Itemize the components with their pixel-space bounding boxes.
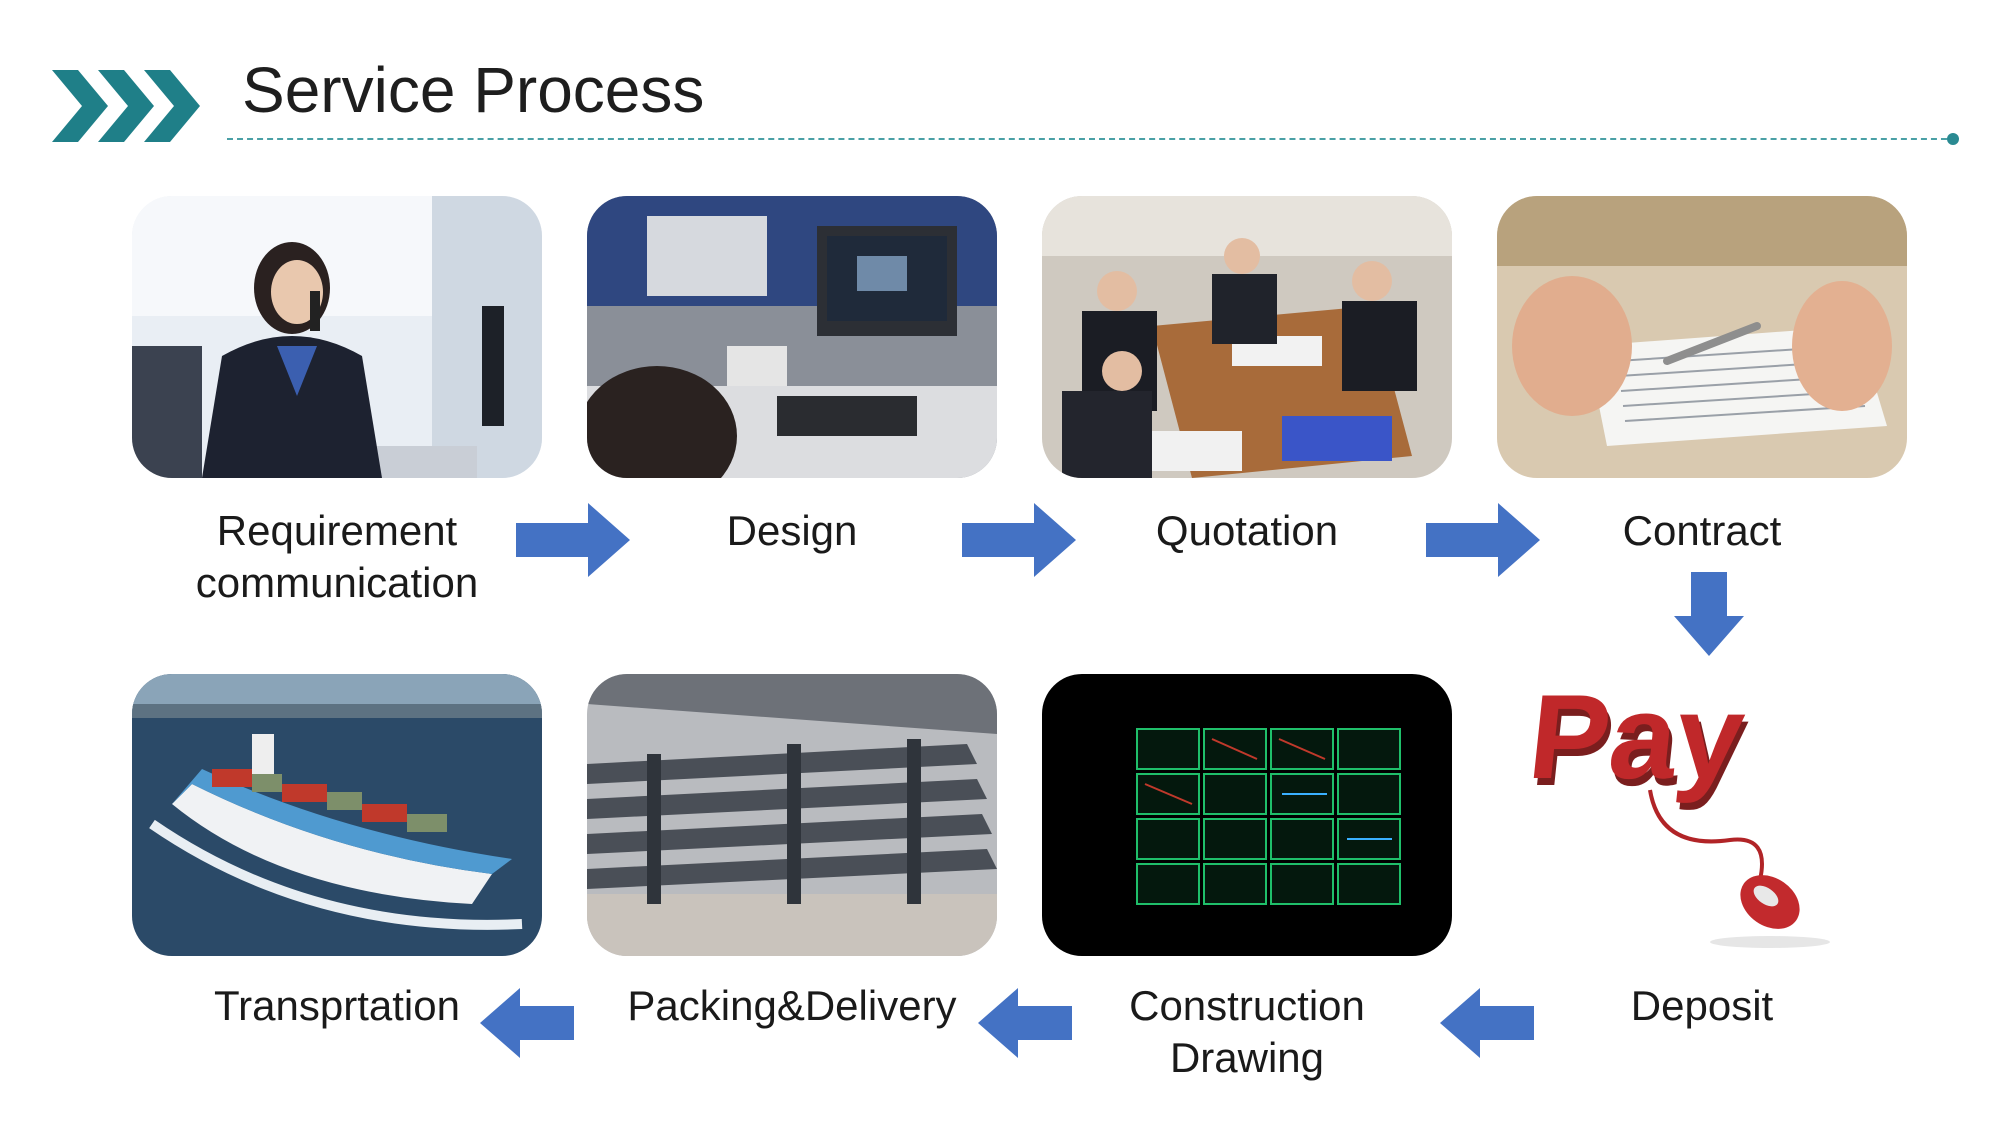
step-image-packing (587, 674, 997, 956)
step-image-requirement (132, 196, 542, 478)
step-label-requirement: Requirement communication (102, 505, 572, 609)
arrow-right-icon (516, 503, 630, 577)
step-label-line: Packing&Delivery (557, 980, 1027, 1032)
arrow-left-icon (480, 988, 574, 1058)
svg-text:Pay: Pay (1530, 680, 1751, 804)
signing-contract-icon (1497, 196, 1907, 478)
step-label-deposit: Deposit (1467, 980, 1937, 1032)
blueprint-icon (1042, 674, 1452, 956)
meeting-icon (1042, 196, 1452, 478)
arrow-right-icon (962, 503, 1076, 577)
phone-call-icon (132, 196, 542, 478)
step-label-line: Drawing (1012, 1032, 1482, 1084)
divider-end-dot (1947, 133, 1959, 145)
step-image-design (587, 196, 997, 478)
title-divider (227, 138, 1957, 140)
steel-beams-icon (587, 674, 997, 956)
step-image-construction-drawing (1042, 674, 1452, 956)
step-label-packing: Packing&Delivery (557, 980, 1027, 1032)
step-label-line: Quotation (1012, 505, 1482, 557)
computer-design-icon (587, 196, 997, 478)
page-title: Service Process (242, 46, 704, 134)
step-label-construction-drawing: Construction Drawing (1012, 980, 1482, 1084)
step-label-quotation: Quotation (1012, 505, 1482, 557)
arrow-down-icon (1674, 572, 1744, 656)
chevrons-logo-icon (52, 70, 204, 142)
arrow-right-icon (1426, 503, 1540, 577)
step-image-quotation (1042, 196, 1452, 478)
arrow-left-icon (978, 988, 1072, 1058)
step-label-line: Requirement (102, 505, 572, 557)
step-label-line: communication (102, 557, 572, 609)
step-image-contract (1497, 196, 1907, 478)
arrow-left-icon (1440, 988, 1534, 1058)
step-image-transportation (132, 674, 542, 956)
step-label-line: Deposit (1467, 980, 1937, 1032)
step-label-line: Construction (1012, 980, 1482, 1032)
pay-icon: Pay Pay (1530, 680, 1850, 950)
cargo-ship-icon (132, 674, 542, 956)
